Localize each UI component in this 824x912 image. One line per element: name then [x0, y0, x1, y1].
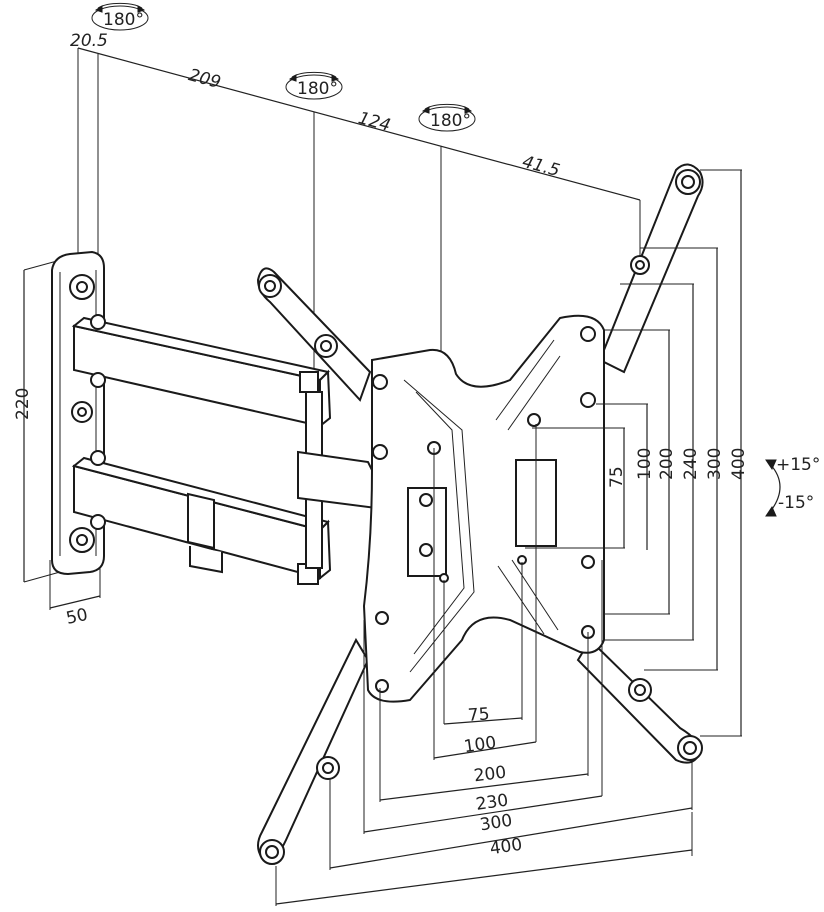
- dim-h-75: 75: [467, 704, 490, 725]
- vesa-arm-upper-right: [598, 163, 704, 374]
- rotation-top-label: 180°: [103, 10, 144, 30]
- dim-209: 209: [186, 65, 223, 93]
- lower-arm: [71, 450, 332, 585]
- dim-v-200: 200: [657, 448, 677, 480]
- dim-20-5: 20.5: [70, 31, 108, 51]
- upper-arm: [71, 314, 332, 429]
- dim-h-100: 100: [463, 733, 498, 757]
- dim-h-200: 200: [473, 763, 508, 787]
- vesa-plate: [362, 314, 605, 703]
- rotation-marker-mid: 180°: [285, 71, 343, 100]
- tilt-down-label: -15°: [778, 493, 814, 513]
- dim-41-5: 41.5: [520, 152, 562, 181]
- tilt-indicator: +15° -15°: [765, 455, 820, 517]
- dim-h-300: 300: [478, 811, 513, 836]
- top-dimension-chain: 20.5 209 124 41.5: [70, 31, 641, 372]
- wallplate-dimensions: 220 50: [13, 257, 101, 629]
- dim-h-400: 400: [489, 835, 524, 859]
- rotation-mid-label: 180°: [297, 79, 338, 99]
- rotation-marker-top: 180°: [91, 2, 149, 31]
- dim-220: 220: [13, 388, 33, 420]
- dim-v-300: 300: [705, 448, 725, 480]
- horizontal-dimensions: 75 100 200 230 300 400: [275, 424, 693, 906]
- vertical-dimensions: 75 100 200 240 300 400: [525, 169, 749, 737]
- vesa-arm-lower-right: [576, 638, 703, 764]
- dim-v-400: 400: [729, 448, 749, 480]
- dim-124: 124: [356, 108, 393, 136]
- dim-h-230: 230: [475, 791, 510, 815]
- dim-v-100: 100: [635, 448, 655, 480]
- dim-50: 50: [64, 605, 89, 629]
- vesa-arm-lower-left: [257, 637, 370, 865]
- rotation-marker-right: 180°: [418, 103, 476, 132]
- tilt-up-label: +15°: [776, 455, 820, 475]
- rotation-right-label: 180°: [430, 111, 471, 131]
- vesa-arm-upper-left: [256, 267, 372, 402]
- dim-v-240: 240: [681, 448, 701, 480]
- dim-v-75: 75: [607, 466, 627, 488]
